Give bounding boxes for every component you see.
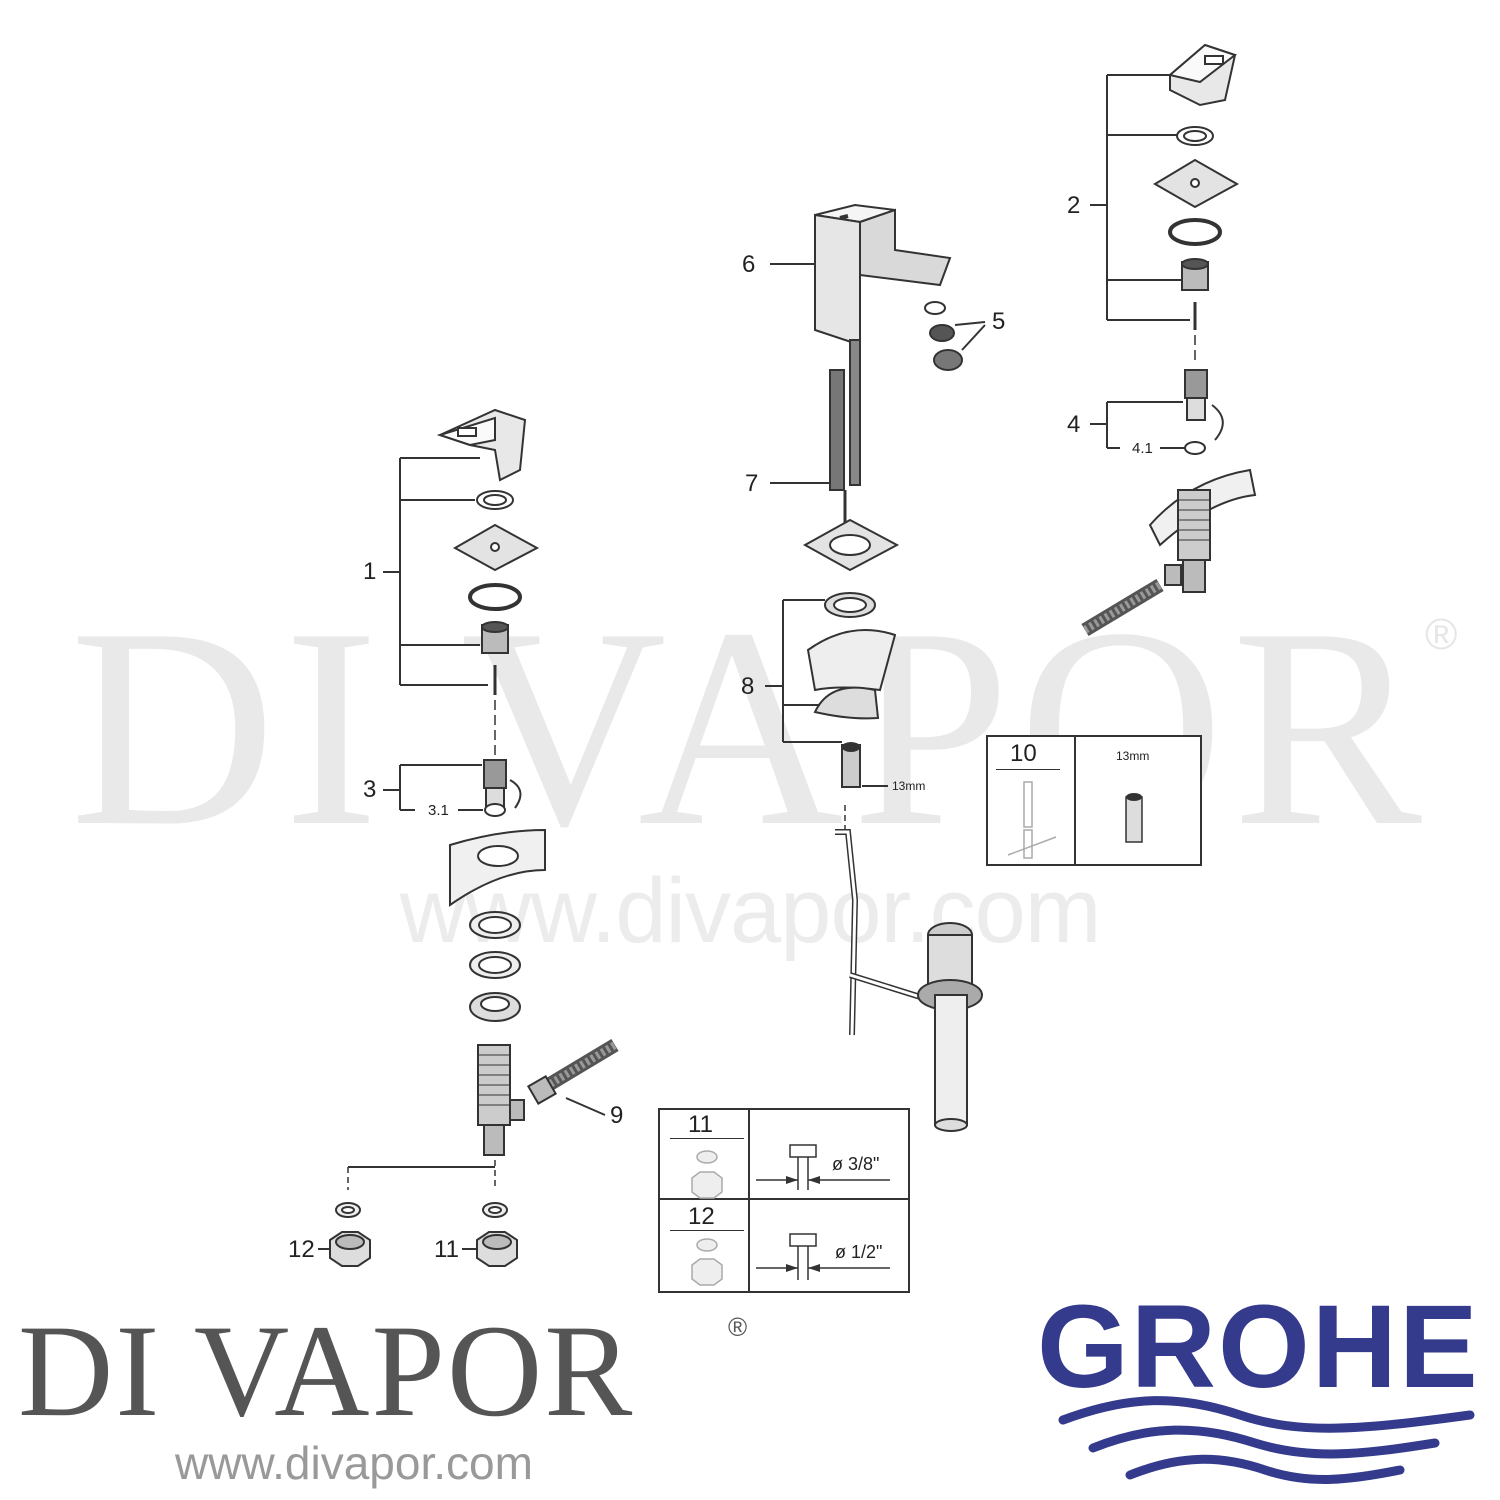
underline-11: [670, 1138, 744, 1139]
callout-11: 11: [434, 1236, 459, 1263]
inset-tool-size: 13mm: [1116, 749, 1150, 763]
fitting-row-12-diameter: ø 1/2": [835, 1242, 882, 1263]
inset-underline: [996, 769, 1060, 770]
right-handle-assembly: [1081, 43, 1257, 637]
callout-7: 7: [745, 470, 759, 497]
wrench-tool-icon: [1007, 781, 1057, 859]
fitting-row-12-number: 12: [688, 1203, 715, 1230]
grohe-logo: GROHE: [1037, 1281, 1480, 1413]
callout-3-1: 3.1: [428, 802, 449, 819]
watermark-registered-mark: ®: [1425, 610, 1458, 659]
callout-8: 8: [741, 673, 755, 700]
inset-fittings-box: 11 12 ø 3/8": [658, 1108, 910, 1293]
callout-3: 3: [363, 776, 377, 803]
fitting-row-11-diameter: ø 3/8": [832, 1154, 879, 1175]
spout-assembly: [802, 203, 986, 1132]
diameter-value: 3/8": [848, 1154, 880, 1174]
inset-tool-box: 10 13mm: [986, 735, 1202, 866]
divapor-logo: DI VAPOR: [18, 1297, 635, 1444]
callout-2: 2: [1067, 192, 1081, 219]
diameter-symbol: ø: [832, 1154, 843, 1174]
divapor-registered-mark: ®: [728, 1312, 748, 1342]
callout-1: 1: [363, 558, 377, 585]
inset-divider: [1074, 737, 1076, 864]
underline-12: [670, 1230, 744, 1231]
left-handle-assembly: [436, 408, 619, 1156]
inset-col-divider: [748, 1110, 750, 1291]
callout-4-1: 4.1: [1132, 440, 1153, 457]
callout-12: 12: [288, 1236, 315, 1263]
inset-tool-number: 10: [1010, 740, 1037, 767]
inset-row-divider: [660, 1198, 908, 1200]
watermark-url: www.divapor.com: [399, 860, 1102, 962]
callout-8-tool-size: 13mm: [892, 779, 926, 793]
diameter-symbol: ø: [835, 1242, 846, 1262]
fitting-row-11-number: 11: [688, 1111, 713, 1138]
callout-9: 9: [610, 1102, 624, 1129]
callout-5: 5: [992, 308, 1006, 335]
callout-4: 4: [1067, 411, 1081, 438]
diameter-value: 1/2": [851, 1242, 883, 1262]
socket-13mm-icon: [1125, 793, 1143, 843]
divapor-url: www.divapor.com: [175, 1437, 533, 1489]
callout-6: 6: [742, 251, 756, 278]
fitting-nut-icons: [691, 1144, 890, 1286]
